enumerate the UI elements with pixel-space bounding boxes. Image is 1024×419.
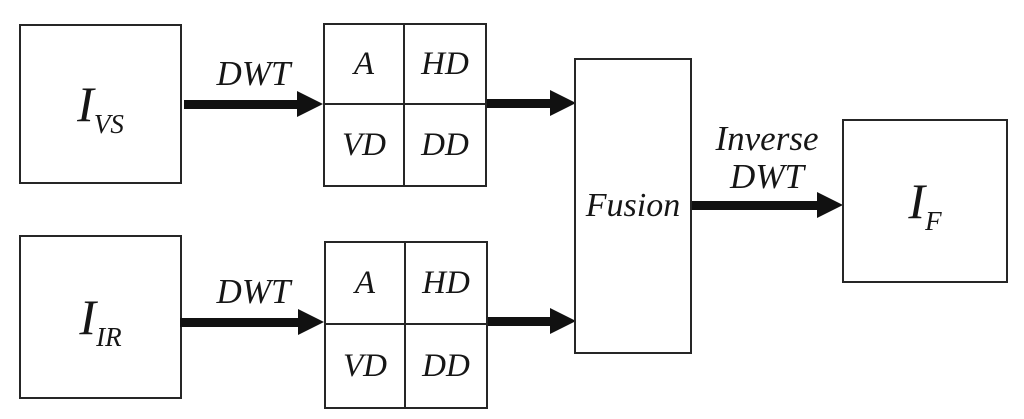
output-f-box: IF [842, 119, 1008, 283]
subband-grid-vs: A HD VD DD [323, 23, 487, 187]
grid-ir-cell-vd: VD [326, 325, 406, 407]
arrow-shaft [488, 316, 556, 326]
input-ir-subscript: IR [96, 322, 122, 352]
fusion-label: Fusion [585, 187, 681, 224]
input-vs-box: IVS [19, 24, 182, 184]
grid-ir-cell-a: A [326, 243, 406, 325]
grid-vs-cell-dd: DD [421, 126, 469, 163]
arrow-shaft [180, 317, 304, 327]
input-vs-label: IVS [77, 76, 124, 138]
grid-ir-cell-hd: HD [406, 243, 486, 325]
arrow-head-icon [817, 192, 843, 218]
dwt-bottom-arrow [180, 309, 324, 335]
dwt-bottom-label: DWT [216, 272, 291, 311]
subband-grid-ir: A HD VD DD [324, 241, 488, 409]
ir-to-fusion-arrow [488, 308, 576, 334]
arrow-head-icon [297, 91, 323, 117]
inverse-dwt-label-line1: Inverse [715, 119, 819, 158]
inverse-dwt-arrow [692, 192, 843, 218]
arrow-shaft [184, 99, 303, 109]
fusion-box: Fusion [574, 58, 692, 354]
vs-to-fusion-arrow [487, 90, 576, 116]
arrow-shaft [692, 200, 823, 210]
dwt-top-label: DWT [216, 54, 291, 93]
output-f-label: IF [908, 173, 941, 235]
input-ir-label: IIR [79, 289, 121, 351]
input-vs-symbol: I [77, 76, 94, 132]
input-ir-box: IIR [19, 235, 182, 399]
grid-vs-cell-a: A [325, 25, 405, 105]
arrow-shaft [487, 98, 556, 108]
output-f-subscript: F [925, 206, 942, 236]
arrow-head-icon [550, 90, 576, 116]
grid-vs-cell-hd: HD [405, 25, 485, 105]
dwt-top-arrow [184, 91, 323, 117]
grid-ir-cell-dd: DD [422, 347, 470, 384]
input-vs-subscript: VS [93, 109, 124, 139]
inverse-dwt-label-line2: DWT [730, 157, 804, 196]
arrow-head-icon [298, 309, 324, 335]
arrow-head-icon [550, 308, 576, 334]
inverse-dwt-label: Inverse DWT [688, 120, 846, 196]
output-f-symbol: I [908, 173, 926, 229]
input-ir-symbol: I [79, 289, 97, 345]
grid-vs-cell-vd: VD [325, 105, 405, 185]
